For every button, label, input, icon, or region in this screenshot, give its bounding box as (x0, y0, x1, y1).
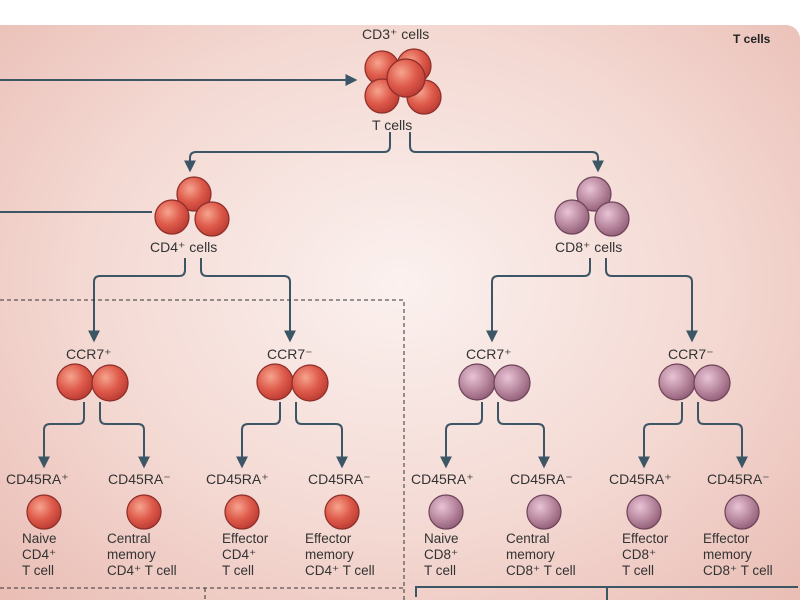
cell-effector-memory-cd4 (324, 494, 360, 530)
bracket-right (415, 586, 798, 597)
subset-effector-memory-cd4: Effector memory CD4⁺ T cell (305, 531, 375, 578)
cell-cd4-cluster (154, 176, 230, 237)
label-cd4-cells: CD4⁺ cells (150, 239, 218, 255)
cell-cd8-cluster (554, 176, 630, 237)
arrow-d2 (697, 402, 748, 469)
subset-central-memory-cd4: Central memory CD4⁺ T cell (107, 531, 177, 578)
cell-pair-cd4-ccr7neg (256, 363, 329, 402)
arrow-cd8-to-ccr7pos (486, 258, 591, 343)
marker-label: CD45RA⁻ (108, 471, 171, 487)
arrow-c1 (440, 402, 483, 469)
arrow-c2 (497, 402, 550, 469)
arrow-a2 (99, 402, 150, 469)
label-cd8-ccr7-neg: CCR7⁻ (668, 346, 714, 362)
label-cd4-ccr7-neg: CCR7⁻ (267, 346, 313, 362)
cell-naive-cd4 (26, 494, 62, 530)
arrow-a1 (38, 402, 85, 469)
subset-effector-cd4: Effector CD4⁺ T cell (222, 531, 269, 578)
panel-title: T cells (733, 32, 771, 46)
subset-central-memory-cd8: Central memory CD8⁺ T cell (506, 531, 576, 578)
arrow-cd3-to-cd8 (409, 132, 604, 173)
dashed-regions (0, 299, 405, 600)
cell-effector-cd8 (626, 494, 662, 530)
arrow-cd8-to-ccr7neg (605, 258, 698, 343)
cell-effector-cd4 (224, 494, 260, 530)
dashed-box-cd4-subsets (0, 299, 405, 600)
subset-effector-cd8: Effector CD8⁺ T cell (622, 531, 669, 578)
cell-effector-memory-cd8 (724, 494, 760, 530)
subset-naive-cd4: Naive CD4⁺ T cell (22, 531, 57, 578)
cell-pair-cd4-ccr7pos (56, 363, 129, 402)
marker-label: CD45RA⁻ (707, 471, 770, 487)
connectors (0, 74, 798, 600)
cell-central-memory-cd4 (126, 494, 162, 530)
label-cd4-ccr7-pos: CCR7⁺ (66, 346, 112, 362)
cell-naive-cd8 (428, 494, 464, 530)
arrow-d1 (638, 402, 683, 469)
cell-central-memory-cd8 (526, 494, 562, 530)
cell-cd3-cluster (364, 48, 442, 115)
arrow-cd4-to-ccr7pos (88, 258, 186, 343)
marker-label: CD45RA⁺ (206, 471, 269, 487)
label-t-cells: T cells (372, 117, 413, 133)
marker-label: CD45RA⁺ (609, 471, 672, 487)
arrow-b2 (295, 402, 348, 469)
cell-pair-cd8-ccr7neg (658, 363, 731, 402)
marker-label: CD45RA⁺ (6, 471, 69, 487)
cell-pair-cd8-ccr7pos (458, 363, 531, 402)
label-cd8-ccr7-pos: CCR7⁺ (466, 346, 512, 362)
marker-label: CD45RA⁺ (411, 471, 474, 487)
arrow-cd4-to-ccr7neg (200, 258, 296, 343)
label-cd3-cells: CD3⁺ cells (362, 26, 430, 42)
marker-label: CD45RA⁻ (308, 471, 371, 487)
marker-label: CD45RA⁻ (510, 471, 573, 487)
subset-effector-memory-cd8: Effector memory CD8⁺ T cell (703, 531, 773, 578)
arrow-b1 (236, 402, 281, 469)
single-cells (26, 494, 760, 530)
arrow-cd3-to-cd4 (184, 132, 391, 173)
subset-naive-cd8: Naive CD8⁺ T cell (424, 531, 459, 578)
label-cd8-cells: CD8⁺ cells (555, 239, 623, 255)
